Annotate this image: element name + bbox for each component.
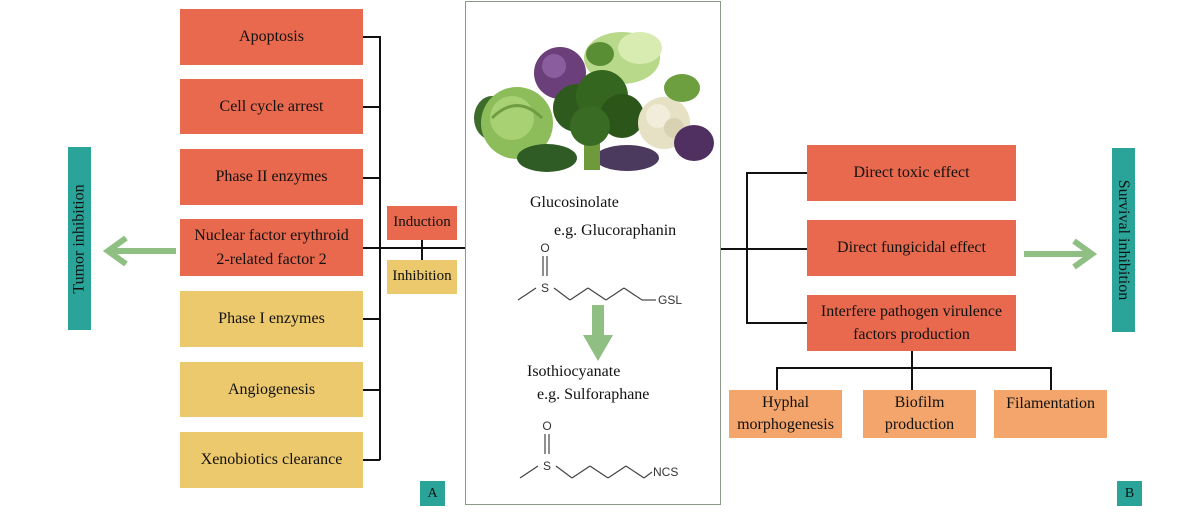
biofilm-production-box: Biofilm production	[863, 390, 976, 438]
bracket-tick	[363, 106, 380, 108]
legend-connector	[421, 240, 423, 260]
sub-tick	[911, 367, 913, 390]
direct-toxic-effect-box: Direct toxic effect	[807, 145, 1016, 201]
angiogenesis-box: Angiogenesis	[180, 362, 363, 417]
sulfur-atom-2: S	[543, 459, 551, 473]
bracket-tick	[363, 389, 380, 391]
bracket-tick	[363, 177, 380, 179]
bracket-tick	[746, 248, 808, 250]
survival-inhibition-label: Survival inhibition	[1112, 148, 1135, 332]
xenobiotics-clearance-box: Xenobiotics clearance	[180, 432, 363, 488]
nrf2-box: Nuclear factor erythroid 2-related facto…	[180, 219, 363, 276]
glucosinolate-label: Glucosinolate	[530, 194, 619, 211]
filamentation-box: Filamentation	[994, 390, 1107, 438]
phase-i-enzymes-box: Phase I enzymes	[180, 291, 363, 347]
connector-center-b	[721, 248, 747, 250]
inhibition-legend: Inhibition	[387, 260, 457, 294]
sulforaphane-label: e.g. Sulforaphane	[537, 386, 650, 403]
sub-tick	[776, 367, 778, 390]
induction-legend: Induction	[387, 206, 457, 240]
bracket-tick	[746, 322, 808, 324]
sulforaphane-structure: S O NCS	[519, 419, 678, 479]
isothiocyanate-label: Isothiocyanate	[527, 363, 621, 380]
vegetables-image	[474, 32, 714, 172]
bracket-tick	[363, 36, 380, 38]
left-arrow-icon	[102, 235, 176, 267]
oxygen-atom-2: O	[542, 419, 551, 433]
oxygen-atom-1: O	[540, 241, 549, 255]
hyphal-morphogenesis-box: Hyphal morphogenesis	[729, 390, 842, 438]
cell-cycle-arrest-box: Cell cycle arrest	[180, 79, 363, 134]
gsl-group: GSL	[658, 293, 682, 306]
panel-a-tag: A	[420, 481, 445, 506]
glucoraphanin-label: e.g. Glucoraphanin	[554, 222, 677, 239]
tumor-inhibition-label: Tumor inhibition	[68, 147, 91, 330]
phase-ii-enzymes-box: Phase II enzymes	[180, 149, 363, 205]
bracket-tick	[363, 318, 380, 320]
bracket-vertical-b	[746, 172, 748, 323]
bracket-tick	[363, 459, 380, 461]
sub-connector-horizontal	[776, 367, 1051, 369]
down-arrow-icon	[583, 305, 613, 361]
connector-a-center	[380, 247, 466, 249]
ncs-group: NCS	[653, 465, 678, 479]
direct-fungicidal-effect-box: Direct fungicidal effect	[807, 220, 1016, 276]
apoptosis-box: Apoptosis	[180, 9, 363, 65]
sulfur-atom-1: S	[541, 281, 549, 295]
glucoraphanin-structure: S O GSL	[517, 241, 682, 306]
bracket-tick	[363, 247, 380, 249]
virulence-factors-box: Interfere pathogen virulence factors pro…	[807, 295, 1016, 351]
center-panel	[465, 1, 721, 505]
sub-connector-down	[911, 351, 913, 368]
sub-tick	[1050, 367, 1052, 390]
panel-b-tag: B	[1117, 481, 1142, 506]
right-arrow-icon	[1024, 238, 1098, 270]
bracket-tick	[746, 172, 808, 174]
